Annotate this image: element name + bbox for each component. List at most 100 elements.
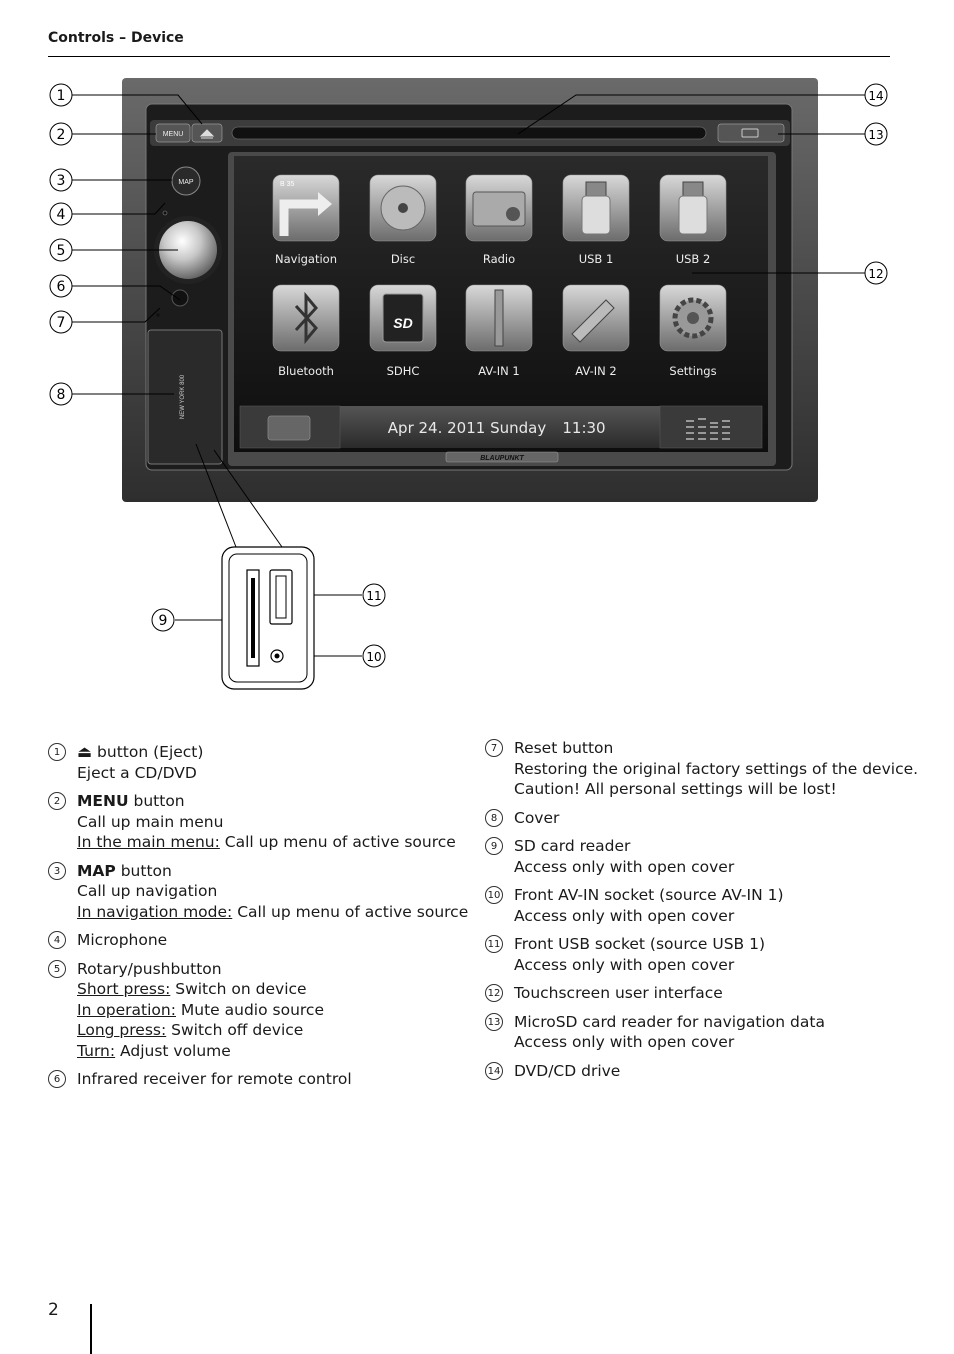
svg-text:11: 11 [366, 589, 381, 603]
map-button-label: MAP [178, 179, 194, 186]
legend-line: Infrared receiver for remote control [77, 1070, 352, 1088]
callout-9: 9 [151, 608, 175, 632]
screen-tile-label: USB 1 [579, 252, 614, 266]
screen-tile-settings[interactable]: Settings [659, 284, 727, 378]
legend-line: Microphone [77, 931, 168, 949]
legend-line: In operation: Mute audio source [77, 1000, 324, 1019]
usb-socket [269, 569, 293, 625]
screen-tile-bluetooth[interactable]: Bluetooth [272, 284, 340, 378]
sd-text: SD [393, 315, 412, 331]
screen-tile-sdhc[interactable]: SD SDHC [369, 284, 437, 378]
callout-1: 1 [49, 83, 73, 107]
legend-number: 4 [48, 931, 66, 949]
legend-line: Access only with open cover [514, 906, 735, 925]
svg-text:8: 8 [57, 387, 66, 403]
legend-line: Short press: Switch on device [77, 980, 307, 998]
page-number: 2 [48, 1300, 59, 1320]
home-button [267, 415, 311, 441]
callout-2: 2 [49, 122, 73, 146]
callout-10: 10 [362, 644, 386, 668]
legend-line: Turn: Adjust volume [77, 1041, 231, 1060]
legend-line: Front USB socket (source USB 1) [514, 935, 766, 953]
legend-line: Front AV-IN socket (source AV-IN 1) [514, 886, 784, 904]
svg-text:9: 9 [159, 613, 168, 629]
legend-line: Reset button [514, 739, 614, 757]
screen-tile-label: AV-IN 1 [478, 364, 519, 378]
page-title: Controls – Device [48, 30, 184, 46]
legend-number: 8 [485, 808, 503, 827]
screen-tile-radio[interactable]: Radio [465, 174, 533, 266]
screen-tile-disc[interactable]: Disc [369, 174, 437, 266]
dvd-cd-slot [231, 126, 707, 140]
screen-tile-label: Settings [669, 364, 716, 378]
cover-inset [221, 546, 315, 690]
legend-line: Cover [514, 808, 560, 827]
legend-line: DVD/CD drive [514, 1061, 621, 1080]
legend-line: Call up navigation [77, 882, 218, 900]
screen-tile-label: SDHC [387, 364, 420, 378]
legend-line: Long press: Switch off device [77, 1021, 304, 1039]
screen-tile-label: Radio [483, 252, 515, 266]
model-text: NEW YORK 800 [180, 374, 186, 419]
legend-line: MAP button [77, 861, 172, 880]
svg-text:2: 2 [57, 127, 66, 143]
equalizer-icon [686, 418, 730, 440]
legend-line: SD card reader [514, 837, 631, 855]
legend-number: 6 [48, 1070, 66, 1088]
brand-text: BLAUPUNKT [480, 455, 524, 462]
legend-number: 13 [485, 1012, 503, 1031]
screen-tile-label: Disc [391, 252, 415, 266]
front-cover [147, 329, 223, 465]
callout-13: 13 [864, 122, 888, 146]
svg-text:14: 14 [868, 89, 883, 103]
screen-tile-usb-1[interactable]: USB 1 [562, 174, 630, 266]
legend-line: Restoring the original factory settings … [514, 759, 919, 778]
screen-tile-av-in-1[interactable]: AV-IN 1 [465, 284, 533, 378]
svg-text:7: 7 [57, 315, 66, 331]
screen-tile-av-in-2[interactable]: AV-IN 2 [562, 284, 630, 378]
screen-date: Apr 24. 2011 Sunday [388, 419, 547, 437]
screen-tile-usb-2[interactable]: USB 2 [659, 174, 727, 266]
svg-text:4: 4 [57, 207, 66, 223]
legend-line: Access only with open cover [514, 955, 735, 974]
svg-text:13: 13 [868, 128, 883, 142]
header-rule [48, 56, 890, 57]
microphone [162, 210, 168, 216]
callout-11: 11 [362, 583, 386, 607]
menu-button-label: MENU [163, 131, 184, 138]
svg-text:10: 10 [366, 650, 381, 664]
callout-4: 4 [49, 202, 73, 226]
legend-line: MicroSD card reader for navigation data [514, 1012, 825, 1031]
eject-icon [199, 129, 215, 139]
legend-number: 9 [485, 837, 503, 855]
svg-text:12: 12 [868, 267, 883, 281]
svg-text:6: 6 [57, 279, 66, 295]
svg-text:1: 1 [57, 88, 66, 104]
legend-number: 11 [485, 935, 503, 953]
legend-number: 10 [485, 886, 503, 904]
eject-icon: ⏏ [77, 742, 93, 761]
callout-3: 3 [49, 168, 73, 192]
callout-8: 8 [49, 382, 73, 406]
screen-tile-label: Navigation [275, 252, 337, 266]
microsd-cover [717, 123, 785, 143]
menu-button [155, 123, 191, 143]
legend-line: In navigation mode: Call up menu of acti… [77, 902, 469, 921]
legend-number: 3 [48, 861, 66, 880]
svg-text:5: 5 [57, 243, 66, 259]
callout-7: 7 [49, 310, 73, 334]
callout-12: 12 [864, 261, 888, 285]
legend-number: 2 [48, 792, 66, 810]
screen-time: 11:30 [562, 419, 605, 437]
callout-14: 14 [864, 83, 888, 107]
callout-6: 6 [49, 274, 73, 298]
legend-line: ⏏ button (Eject) [77, 742, 204, 761]
legend-number: 14 [485, 1061, 503, 1080]
legend-line: Call up main menu [77, 812, 224, 831]
legend-line: MENU button [77, 792, 185, 810]
screen-tile-label: Bluetooth [278, 364, 334, 378]
